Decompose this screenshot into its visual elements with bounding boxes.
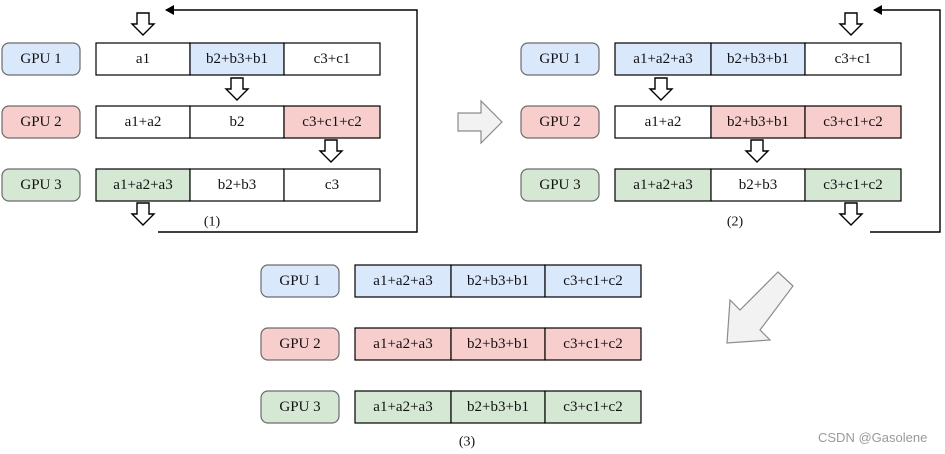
buffer-cell (804, 105, 902, 139)
buffer-cell (450, 327, 546, 361)
watermark: CSDN @Gasolene (818, 430, 927, 445)
buffer-cell-value: c3+c1+c2 (563, 399, 622, 415)
gpu-label: GPU 2 (279, 336, 320, 352)
buffer-cell (804, 168, 902, 202)
gpu-label: GPU 3 (20, 177, 61, 193)
ring-return-line-panel-2 (870, 5, 941, 233)
transfer-arrow-icon (318, 139, 344, 163)
gpu-label: GPU 2 (539, 114, 580, 130)
buffer-cell-value: a1+a2 (645, 114, 682, 130)
buffer-cell-value: b2 (230, 114, 245, 130)
panel-caption: (3) (459, 435, 476, 450)
gpu-label: GPU 2 (20, 114, 61, 130)
transfer-arrow-icon (838, 12, 864, 36)
gpu-label-box (520, 42, 600, 76)
buffer-cell (354, 327, 452, 361)
buffer-cell-value: b2+b3 (739, 177, 777, 193)
gpu-label: GPU 3 (279, 399, 320, 415)
transfer-arrow-icon (224, 77, 250, 101)
buffer-cell-value: c3+c1+c2 (823, 177, 882, 193)
buffer-cell (544, 327, 642, 361)
transfer-arrow-icon (838, 202, 864, 226)
gpu-label-box (1, 42, 81, 76)
gpu-label: GPU 1 (20, 51, 61, 67)
buffer-cell (450, 390, 546, 424)
transfer-arrow-icon (744, 139, 770, 163)
buffer-cell-value: a1 (136, 51, 150, 67)
buffer-cell-value: b2+b3+b1 (727, 51, 789, 67)
gpu-label: GPU 1 (539, 51, 580, 67)
buffer-cell-value: a1+a2+a3 (373, 336, 432, 352)
buffer-cell (544, 264, 642, 298)
panel-caption: (2) (727, 215, 744, 230)
gpu-label-box (260, 390, 340, 424)
gpu-label-box (520, 105, 600, 139)
buffer-cell-value: c3+c1+c2 (563, 273, 622, 289)
buffer-cell-value: c3+c1 (314, 51, 351, 67)
buffer-cell (283, 168, 381, 202)
buffer-cell (614, 42, 712, 76)
gpu-label-box (260, 264, 340, 298)
buffer-cell (710, 168, 806, 202)
buffer-cell (95, 105, 191, 139)
buffer-cell-value: c3+c1+c2 (563, 336, 622, 352)
buffer-cell (95, 168, 191, 202)
gpu-label-box (520, 168, 600, 202)
transition-arrow-down-left (726, 271, 794, 344)
ring-return-line-panel-1 (158, 5, 418, 233)
buffer-cell-value: a1+a2+a3 (633, 177, 692, 193)
buffer-cell-value: a1+a2+a3 (373, 273, 432, 289)
buffer-cell-value: c3+c1+c2 (823, 114, 882, 130)
buffer-cell (614, 168, 712, 202)
buffer-cell-value: a1+a2+a3 (373, 399, 432, 415)
buffer-cell (710, 105, 806, 139)
buffer-cell (614, 105, 712, 139)
buffer-cell (189, 105, 285, 139)
buffer-cell-value: b2+b3 (218, 177, 256, 193)
buffer-cell-value: b2+b3+b1 (467, 336, 529, 352)
transfer-arrow-icon (130, 202, 156, 226)
transfer-arrow-icon (648, 77, 674, 101)
buffer-cell (283, 105, 381, 139)
buffer-cell-value: a1+a2+a3 (113, 177, 172, 193)
buffer-cell-value: b2+b3+b1 (206, 51, 268, 67)
buffer-cell-value: c3+c1 (835, 51, 872, 67)
buffer-cell (189, 42, 285, 76)
buffer-cell (95, 42, 191, 76)
gpu-label: GPU 3 (539, 177, 580, 193)
buffer-cell-value: b2+b3+b1 (467, 399, 529, 415)
buffer-cell-value: a1+a2 (125, 114, 162, 130)
gpu-label-box (1, 168, 81, 202)
buffer-cell (189, 168, 285, 202)
buffer-cell (710, 42, 806, 76)
gpu-label-box (1, 105, 81, 139)
buffer-cell-value: b2+b3+b1 (467, 273, 529, 289)
gpu-label-box (260, 327, 340, 361)
buffer-cell (450, 264, 546, 298)
buffer-cell (544, 390, 642, 424)
buffer-cell-value: c3 (325, 177, 339, 193)
transition-arrow-right (457, 99, 503, 145)
buffer-cell (283, 42, 381, 76)
buffer-cell-value: a1+a2+a3 (633, 51, 692, 67)
gpu-label: GPU 1 (279, 273, 320, 289)
buffer-cell-value: b2+b3+b1 (727, 114, 789, 130)
panel-caption: (1) (204, 215, 221, 230)
buffer-cell (804, 42, 902, 76)
buffer-cell (354, 264, 452, 298)
buffer-cell-value: c3+c1+c2 (302, 114, 361, 130)
transfer-arrow-icon (130, 12, 156, 36)
